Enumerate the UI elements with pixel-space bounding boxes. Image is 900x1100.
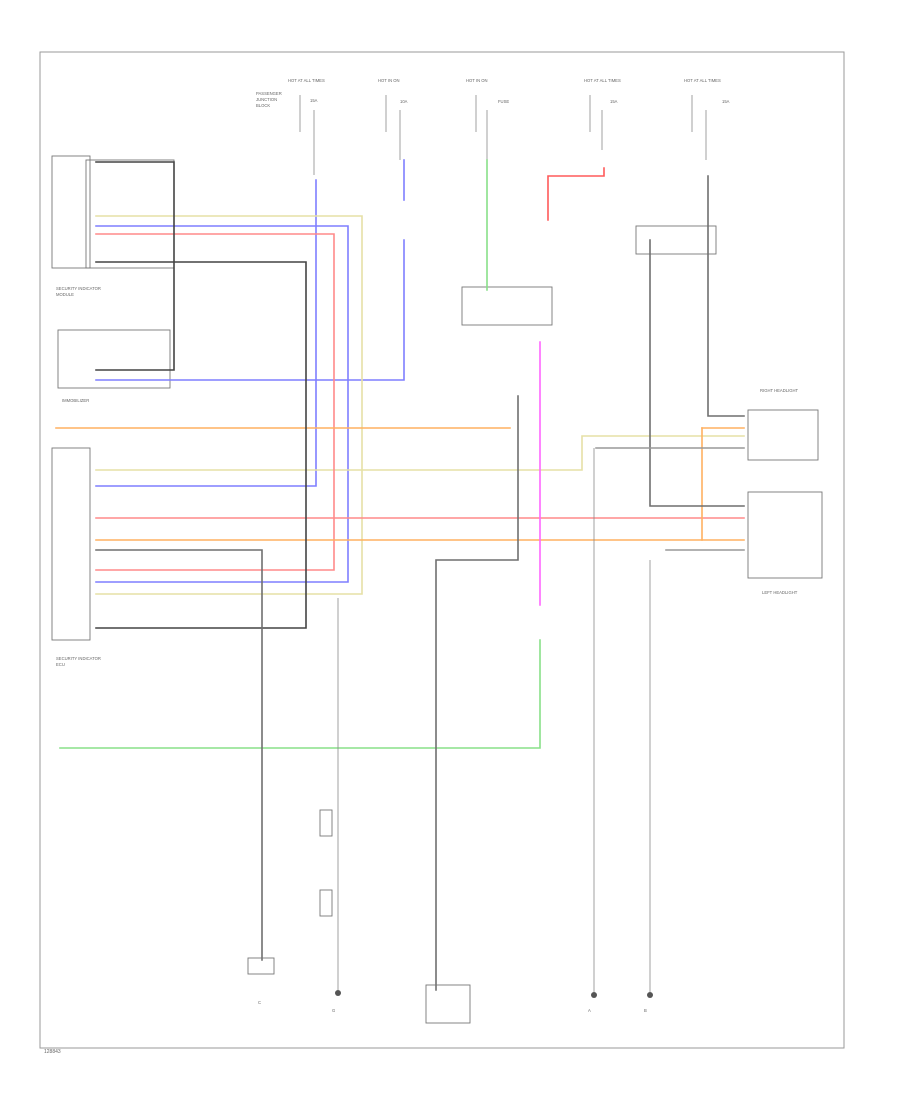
- svg-text:15A: 15A: [722, 99, 730, 104]
- wire-dark-1: [95, 161, 175, 371]
- security-module-bottom: SECURITY INDICATOR ECU: [51, 447, 101, 667]
- wire-green-2: [59, 639, 541, 749]
- svg-text:IMMOBILIZER: IMMOBILIZER: [62, 398, 89, 403]
- wire-red-1: [95, 233, 335, 571]
- svg-text:JUNCTION: JUNCTION: [256, 97, 277, 102]
- svg-text:ECU: ECU: [56, 662, 65, 667]
- svg-text:G: G: [332, 1008, 335, 1013]
- immobilizer-box: IMMOBILIZER: [57, 329, 171, 403]
- svg-text:HOT AT ALL TIMES: HOT AT ALL TIMES: [584, 78, 621, 83]
- svg-text:SECURITY INDICATOR: SECURITY INDICATOR: [56, 286, 101, 291]
- left-headlight: LEFT HEADLIGHT: [747, 491, 823, 595]
- right-headlight: RIGHT HEADLIGHT: [747, 388, 819, 461]
- wire-gray-1: [95, 549, 263, 961]
- svg-text:FUSE: FUSE: [498, 99, 509, 104]
- wire-gray-4: [649, 239, 745, 507]
- fuse-block-1: HOT AT ALL TIMES PASSENGER JUNCTION BLOC…: [256, 78, 325, 175]
- svg-text:10A: 10A: [400, 99, 408, 104]
- svg-text:B: B: [644, 1008, 647, 1013]
- svg-text:15A: 15A: [610, 99, 618, 104]
- ground-b: B: [644, 992, 653, 1013]
- svg-text:A: A: [588, 1008, 591, 1013]
- wire-yellow-1: [95, 215, 363, 595]
- wire-blue-4: [95, 239, 405, 381]
- svg-text:15A: 15A: [310, 98, 318, 103]
- svg-text:C: C: [258, 1000, 261, 1005]
- svg-text:RIGHT HEADLIGHT: RIGHT HEADLIGHT: [760, 388, 799, 393]
- wire-dark-2: [95, 261, 307, 629]
- fuse-block-5: HOT AT ALL TIMES 15A: [684, 78, 730, 160]
- wire-red-3: [547, 167, 605, 221]
- fuse-block-2: HOT IN ON 10A: [378, 78, 408, 160]
- svg-text:MODULE: MODULE: [56, 292, 74, 297]
- wire-blue-2: [95, 225, 349, 583]
- ground-a: A: [588, 992, 597, 1013]
- wire-yellow-2: [95, 435, 745, 471]
- svg-text:HOT IN ON: HOT IN ON: [466, 78, 488, 83]
- diagram-code: 128843: [44, 1049, 61, 1055]
- svg-text:LEFT HEADLIGHT: LEFT HEADLIGHT: [762, 590, 798, 595]
- svg-text:BLOCK: BLOCK: [256, 103, 270, 108]
- fuse-block-3: HOT IN ON FUSE: [466, 78, 509, 160]
- ground-c: C: [258, 1000, 261, 1005]
- ground-g: G: [332, 990, 341, 1013]
- svg-text:HOT IN ON: HOT IN ON: [378, 78, 400, 83]
- wire-gray-2: [435, 395, 519, 991]
- relay-box: [461, 225, 717, 326]
- fuse-block-4: HOT AT ALL TIMES 15A: [584, 78, 621, 150]
- diagram-frame: [39, 51, 845, 1049]
- svg-text:SECURITY INDICATOR: SECURITY INDICATOR: [56, 656, 101, 661]
- svg-text:HOT AT ALL TIMES: HOT AT ALL TIMES: [288, 78, 325, 83]
- wire-gray-3: [707, 175, 745, 417]
- svg-text:PASSENGER: PASSENGER: [256, 91, 282, 96]
- bottom-switch-box: [247, 809, 471, 1024]
- svg-text:HOT AT ALL TIMES: HOT AT ALL TIMES: [684, 78, 721, 83]
- wire-blue-1: [95, 179, 317, 487]
